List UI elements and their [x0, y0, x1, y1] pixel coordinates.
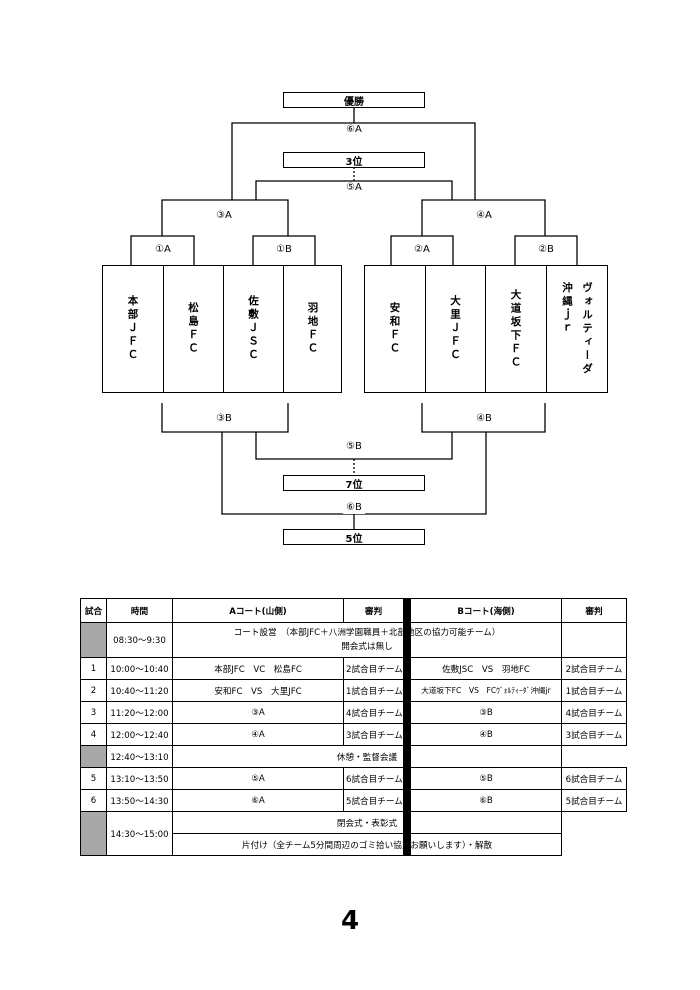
match-label-4b: ④B: [473, 413, 495, 425]
header-ref-b: 審判: [561, 598, 627, 623]
third-place-box: 3位: [283, 152, 425, 168]
header-court-b: Bコート(海側): [410, 598, 562, 623]
schedule-header-row: 試合 時間 Aコート(山側) 審判 Bコート(海側) 審判: [80, 598, 627, 856]
closing-row: 14:30〜15:00 閉会式・表彰式: [80, 811, 627, 856]
schedule-table: 試合 時間 Aコート(山側) 審判 Bコート(海側) 審判 08:30〜9:30…: [80, 598, 627, 856]
match-label-3b: ③B: [213, 413, 235, 425]
team-matsushima: 松島ＦＣ: [187, 302, 199, 356]
match-label-2b: ②B: [535, 244, 557, 256]
match-label-5b: ⑤B: [343, 441, 365, 453]
header-match: 試合: [80, 598, 107, 623]
cleanup-row: 片付け（全チーム5分間周辺のゴミ拾い協力お願いします）・解散: [81, 833, 627, 856]
team-haneji: 羽地ＦＣ: [306, 302, 319, 356]
header-ref-a: 審判: [343, 598, 404, 623]
team-daido-sakashita: 大道坂下ＦＣ: [509, 288, 522, 370]
setup-time: 08:30〜9:30: [106, 622, 173, 658]
break-row: 12:40〜13:10 休憩・監督会議: [80, 745, 627, 768]
match-label-2a: ②A: [411, 244, 433, 256]
team-voltida-name: ヴォルティーダ: [581, 281, 593, 377]
match-label-1a: ①A: [152, 244, 174, 256]
cleanup-note: 片付け（全チーム5分間周辺のゴミ拾い協力お願いします）・解散: [172, 833, 562, 856]
team-sashiki: 佐敷ＪＳＣ: [247, 295, 259, 363]
break-text: 休憩・監督会議: [172, 745, 562, 768]
closing-time: 14:30〜15:00: [106, 811, 173, 856]
fifth-place-label: 5位: [345, 533, 363, 545]
setup-note: コート設営 （本部JFC＋八洲学園職員＋北部地区の協力可能チーム）開会式は無し: [172, 622, 562, 658]
closing-ceremony: 閉会式・表彰式: [172, 811, 562, 834]
team-motobu: 本部ＪＦＣ: [126, 295, 139, 363]
seventh-place-box: 7位: [283, 475, 425, 491]
third-place-label: 3位: [345, 156, 363, 168]
header-time: 時間: [106, 598, 173, 623]
team-voltida-okinawa: ヴォルティーダ 沖縄ｊｒ: [546, 265, 608, 393]
fifth-place-box: 5位: [283, 529, 425, 545]
bracket-lines: [130, 107, 578, 529]
team-voltida-region: 沖縄ｊｒ: [561, 281, 573, 336]
setup-row: 08:30〜9:30 コート設営 （本部JFC＋八洲学園職員＋北部地区の協力可能…: [80, 622, 627, 658]
match-label-1b: ①B: [273, 244, 295, 256]
team-ozato: 大里ＪＦＣ: [449, 295, 461, 363]
seventh-place-label: 7位: [345, 479, 363, 491]
champion-box: 優勝: [283, 92, 425, 108]
page-number: 4: [340, 906, 360, 936]
match-label-6a: ⑥A: [343, 124, 365, 136]
match-label-6b: ⑥B: [343, 502, 365, 514]
match-label-4a: ④A: [473, 210, 495, 222]
match-label-3a: ③A: [213, 210, 235, 222]
team-awa: 安和ＦＣ: [388, 302, 401, 356]
team-group-left: [102, 265, 342, 393]
match-label-5a: ⑤A: [343, 182, 365, 194]
champion-label: 優勝: [344, 96, 364, 108]
header-court-a: Aコート(山側): [172, 598, 344, 623]
